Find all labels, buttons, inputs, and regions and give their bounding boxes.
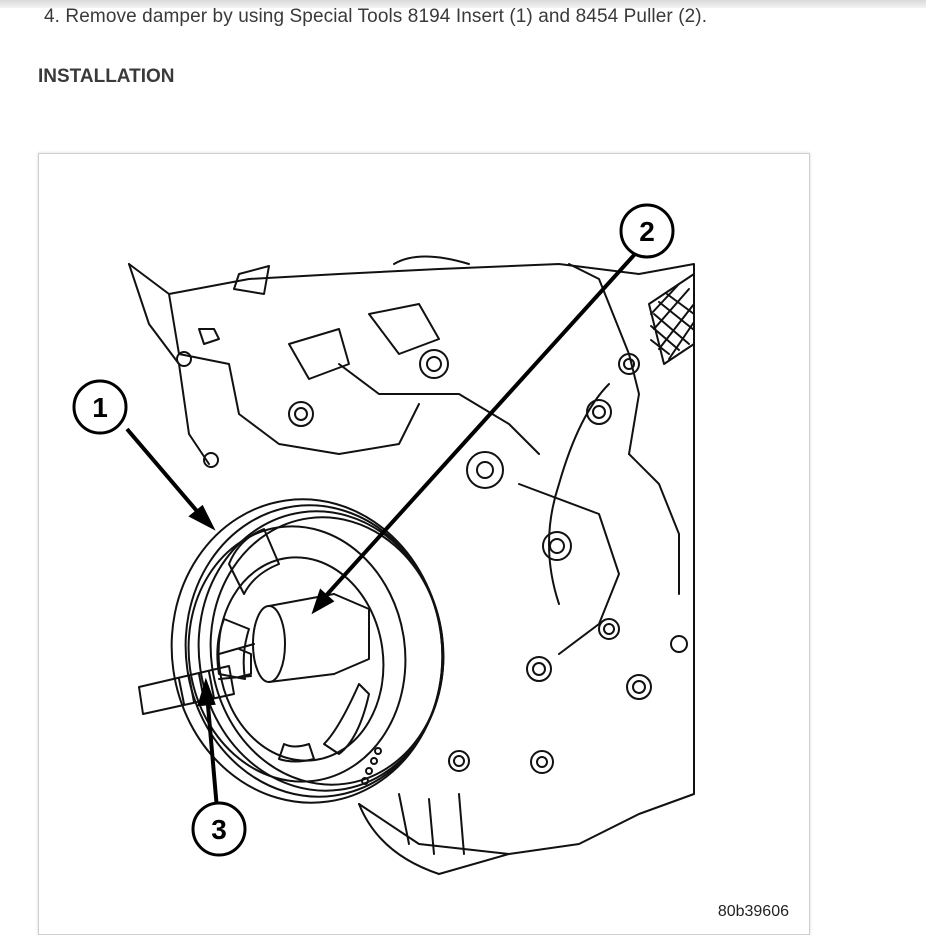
callout-2: 2 — [619, 203, 675, 259]
callout-3-label: 3 — [211, 814, 227, 845]
section-heading: INSTALLATION — [38, 66, 175, 87]
engine-block-outline — [128, 263, 695, 855]
callout-1-label: 1 — [92, 392, 108, 423]
puller-head — [252, 605, 286, 683]
callout-2-label: 2 — [639, 216, 655, 247]
top-shadow-bar — [0, 0, 926, 8]
figure-id: 80b39606 — [717, 903, 789, 920]
callout-3: 3 — [191, 801, 247, 857]
puller-screw — [138, 665, 235, 715]
engine-illustration: 1 2 3 — [72, 203, 695, 875]
callout-leaders — [125, 252, 637, 810]
step-4-text: 4. Remove damper by using Special Tools … — [44, 6, 708, 27]
puller-body — [333, 593, 370, 675]
callout-1: 1 — [72, 379, 128, 435]
engine-figure: 1 2 3 80b39606 — [38, 153, 810, 935]
